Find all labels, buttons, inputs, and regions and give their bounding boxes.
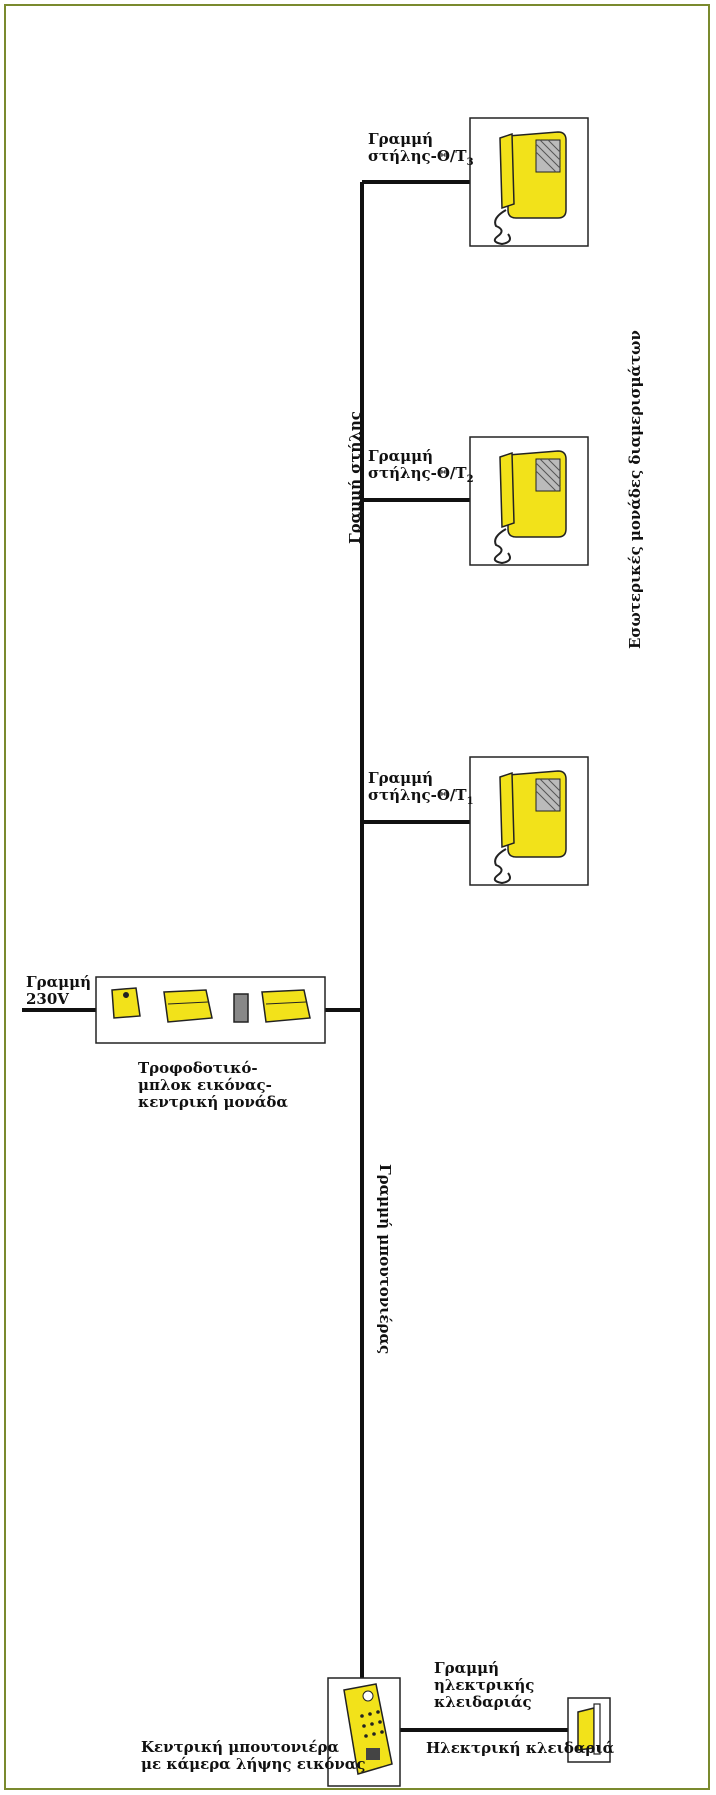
indoor-unit-t2 [469,436,589,566]
indoor-unit-t1 [469,756,589,886]
power-line-label: Γραμμή 230V [26,973,92,1008]
door-panel-label: Κεντρική μπουτονιέρα με κάμερα λήψης εικ… [141,1738,366,1773]
riser-t2-label: Γραμμή στήλης-Θ/Τ2 [368,447,474,486]
door-panel-device [327,1677,401,1787]
apartment-units-label: Εσωτερικές μονάδες διαμερισμάτων [626,330,644,649]
panel-line-label: Γραμμή μπουτονιέρας [376,1164,394,1355]
riser-t3-label: Γραμμή στήλης-Θ/Τ3 [368,130,474,169]
power-supply-block [95,976,326,1044]
electric-lock-label: Ηλεκτρική κλειδαριά [426,1739,615,1757]
diagram-frame [4,4,710,1790]
lock-line-label: Γραμμή ηλεκτρικής κλειδαριάς [434,1659,535,1711]
electric-lock-device [567,1697,611,1763]
indoor-unit-t3 [469,117,589,247]
riser-t1-label: Γραμμή στήλης-Θ/Τ1 [368,769,474,808]
power-supply-label: Τροφοδοτικό- μπλοκ εικόνας- κεντρική μον… [138,1059,288,1111]
column-line-label: Γραμμή στήλης [346,411,364,544]
